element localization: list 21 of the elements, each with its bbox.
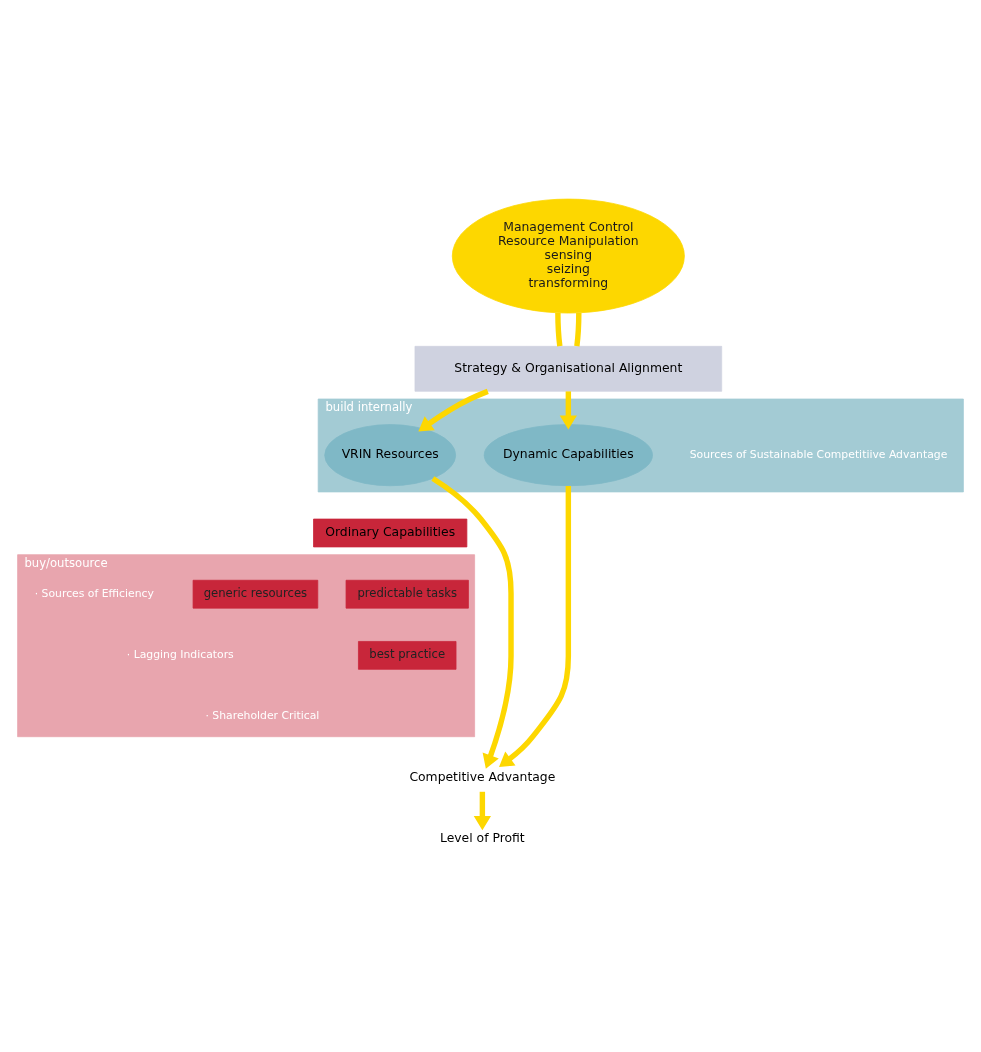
node-box: generic resources	[192, 579, 319, 609]
node-ellipse: Management Control Resource Manipulation sensing seizing transforming	[451, 198, 685, 314]
arrow	[431, 476, 514, 769]
label: · Shareholder Critical	[205, 709, 320, 723]
node-box: best practice	[358, 641, 457, 670]
node-box: predictable tasks	[345, 579, 469, 609]
node-text: Competitive Advantage	[409, 768, 556, 784]
node-box: Strategy & Organisational Alignment	[414, 345, 723, 392]
node-ellipse: VRIN Resources	[324, 424, 457, 487]
connector	[555, 313, 563, 347]
node-box: Ordinary Capabilities	[313, 518, 468, 548]
node-ellipse: Dynamic Capabilities	[483, 424, 653, 487]
label: Sources of Sustainable Competitiive Advantage	[689, 448, 948, 462]
node-text: Level of Profit	[439, 829, 525, 845]
arrow	[473, 791, 491, 831]
label: · Lagging Indicators	[126, 648, 234, 662]
arrow	[499, 485, 572, 767]
label: · Sources of Efficiency	[34, 587, 154, 601]
connector	[574, 313, 582, 347]
arrow	[559, 391, 577, 430]
arrow	[418, 388, 489, 432]
